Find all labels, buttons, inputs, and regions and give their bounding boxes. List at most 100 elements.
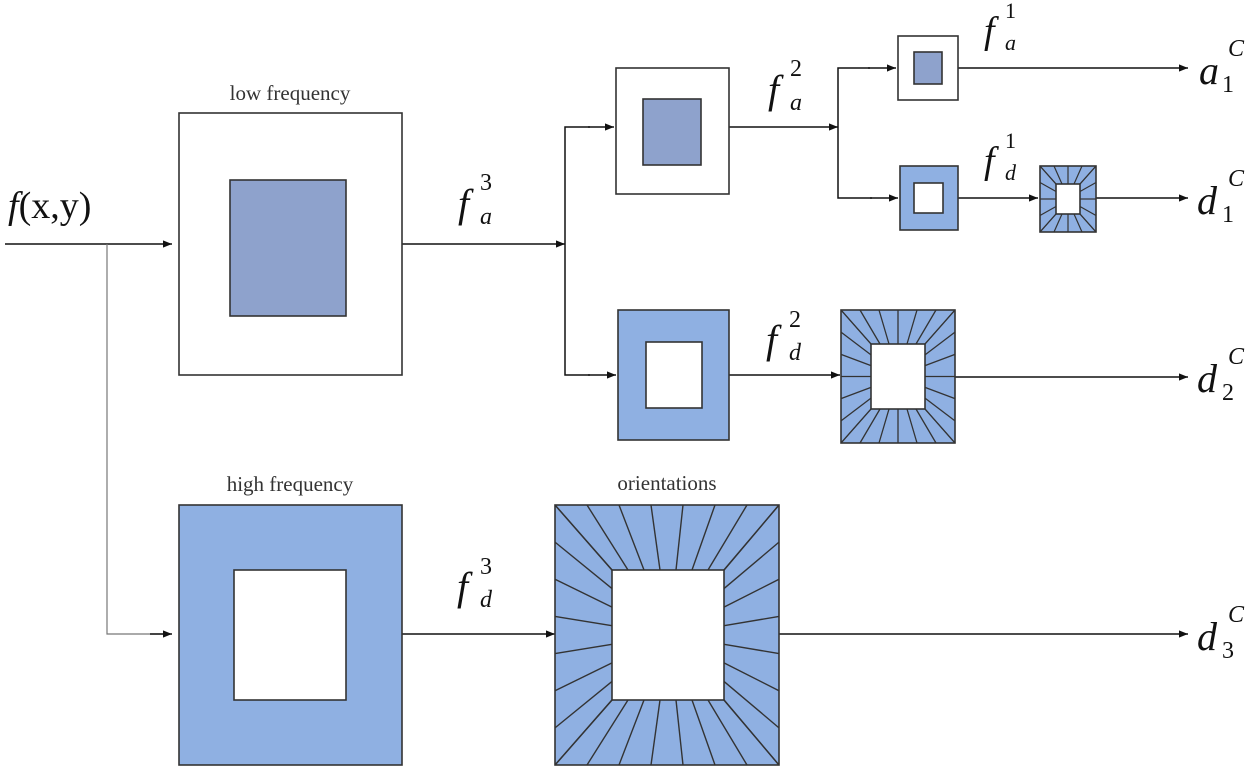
filter-fa2: f 2 a <box>768 56 802 116</box>
high-branch-connector <box>106 244 170 635</box>
svg-text:C: C <box>1228 344 1245 370</box>
orientation-spoke <box>906 408 918 444</box>
orientation-spoke <box>859 309 881 345</box>
level2-low-square <box>642 98 702 166</box>
orientation-spoke <box>924 408 956 444</box>
orientation-spoke <box>723 541 780 590</box>
orientation-spoke <box>859 408 881 444</box>
svg-text:2: 2 <box>789 307 801 333</box>
orientation-spoke <box>554 680 613 729</box>
svg-text:a: a <box>1005 30 1016 55</box>
orientations-hole <box>1055 183 1081 215</box>
orientation-spoke <box>915 309 937 345</box>
orientations-hole <box>611 569 725 701</box>
orientation-spoke <box>840 386 872 400</box>
orientation-spoke <box>1073 165 1083 185</box>
orientation-spoke <box>840 353 872 367</box>
orientation-spoke <box>723 504 780 571</box>
orientation-spoke <box>586 504 629 571</box>
orientation-spoke <box>675 504 684 571</box>
filter-fd3: f 3 d <box>457 554 493 613</box>
orientation-spoke <box>723 615 780 627</box>
orientation-spoke <box>1039 181 1057 193</box>
svg-text:d: d <box>1005 160 1017 185</box>
svg-text:d: d <box>1197 356 1218 401</box>
orientation-spoke <box>723 643 780 655</box>
level1-high-hole <box>913 182 944 214</box>
svg-text:f: f <box>984 10 999 52</box>
level2-high-block <box>617 309 730 441</box>
orientation-spoke <box>1039 205 1057 217</box>
level2-high-hole <box>645 341 703 409</box>
orientation-spoke <box>1079 165 1097 185</box>
filter-fd1: f 1 d <box>984 128 1017 185</box>
svg-text:d: d <box>789 340 802 366</box>
orientation-spoke <box>723 699 780 766</box>
orientation-spoke <box>1073 213 1083 233</box>
orientation-spoke <box>840 408 872 444</box>
orientation-spoke <box>915 408 937 444</box>
level1-down-connector <box>837 127 872 199</box>
output-a1: a C 1 <box>1199 36 1245 98</box>
svg-text:f(x,y): f(x,y) <box>8 185 91 227</box>
orientation-spoke <box>906 309 918 345</box>
split-up-connector <box>564 126 590 244</box>
orientation-spoke <box>554 643 613 655</box>
orientation-spoke <box>586 699 629 766</box>
orientation-spoke <box>1039 165 1057 185</box>
orientation-spoke <box>1079 181 1097 193</box>
svg-text:1: 1 <box>1005 0 1016 23</box>
orientation-spoke <box>554 615 613 627</box>
orientations-hole <box>870 343 926 410</box>
level1-low-block <box>897 35 959 101</box>
svg-text:a: a <box>1199 48 1219 93</box>
svg-text:f: f <box>457 564 473 609</box>
orientation-spoke <box>554 541 613 590</box>
filter-fd2: f 2 d <box>766 307 802 366</box>
svg-text:2: 2 <box>790 56 802 82</box>
orientation-spoke <box>675 699 684 766</box>
orientations-block-level1 <box>1039 165 1097 233</box>
svg-text:1: 1 <box>1222 72 1234 98</box>
orientation-spoke <box>924 386 956 400</box>
orientation-spoke <box>691 699 716 766</box>
orientation-spoke <box>554 662 613 692</box>
orientation-spoke <box>618 504 645 571</box>
low-frequency-label: low frequency <box>230 81 351 105</box>
input-signal-label: f(x,y) <box>8 185 91 227</box>
orientation-spoke <box>1053 213 1063 233</box>
output-d2: d C 2 <box>1197 344 1245 406</box>
orientation-spoke <box>840 309 872 345</box>
level2-low-block <box>615 67 730 195</box>
split-down-connector <box>564 244 590 376</box>
svg-text:3: 3 <box>1222 638 1234 664</box>
orientation-spoke <box>924 353 956 367</box>
svg-text:d: d <box>480 587 493 613</box>
orientation-spoke <box>878 309 890 345</box>
level1-high-block <box>899 165 959 231</box>
orientations-label: orientations <box>617 471 716 495</box>
svg-text:3: 3 <box>480 554 492 580</box>
orientation-spoke <box>1079 213 1097 233</box>
svg-text:f: f <box>984 140 999 182</box>
svg-text:C: C <box>1228 166 1245 192</box>
orientation-spoke <box>878 408 890 444</box>
orientation-spoke <box>650 504 661 571</box>
orientation-spoke <box>691 504 716 571</box>
orientation-spoke <box>554 504 613 571</box>
orientations-block-level3 <box>554 504 780 766</box>
svg-text:d: d <box>1197 614 1218 659</box>
orientation-spoke <box>840 331 872 356</box>
svg-text:2: 2 <box>1222 380 1234 406</box>
orientation-spoke <box>1079 205 1097 217</box>
orientation-spoke <box>554 578 613 608</box>
high-frequency-hole <box>233 569 347 701</box>
low-frequency-block <box>178 112 403 376</box>
svg-text:d: d <box>1197 178 1218 223</box>
orientation-spoke <box>924 331 956 356</box>
svg-text:1: 1 <box>1005 128 1016 153</box>
orientation-spoke <box>840 397 872 422</box>
connectors <box>5 64 1188 638</box>
svg-text:f: f <box>768 67 784 112</box>
